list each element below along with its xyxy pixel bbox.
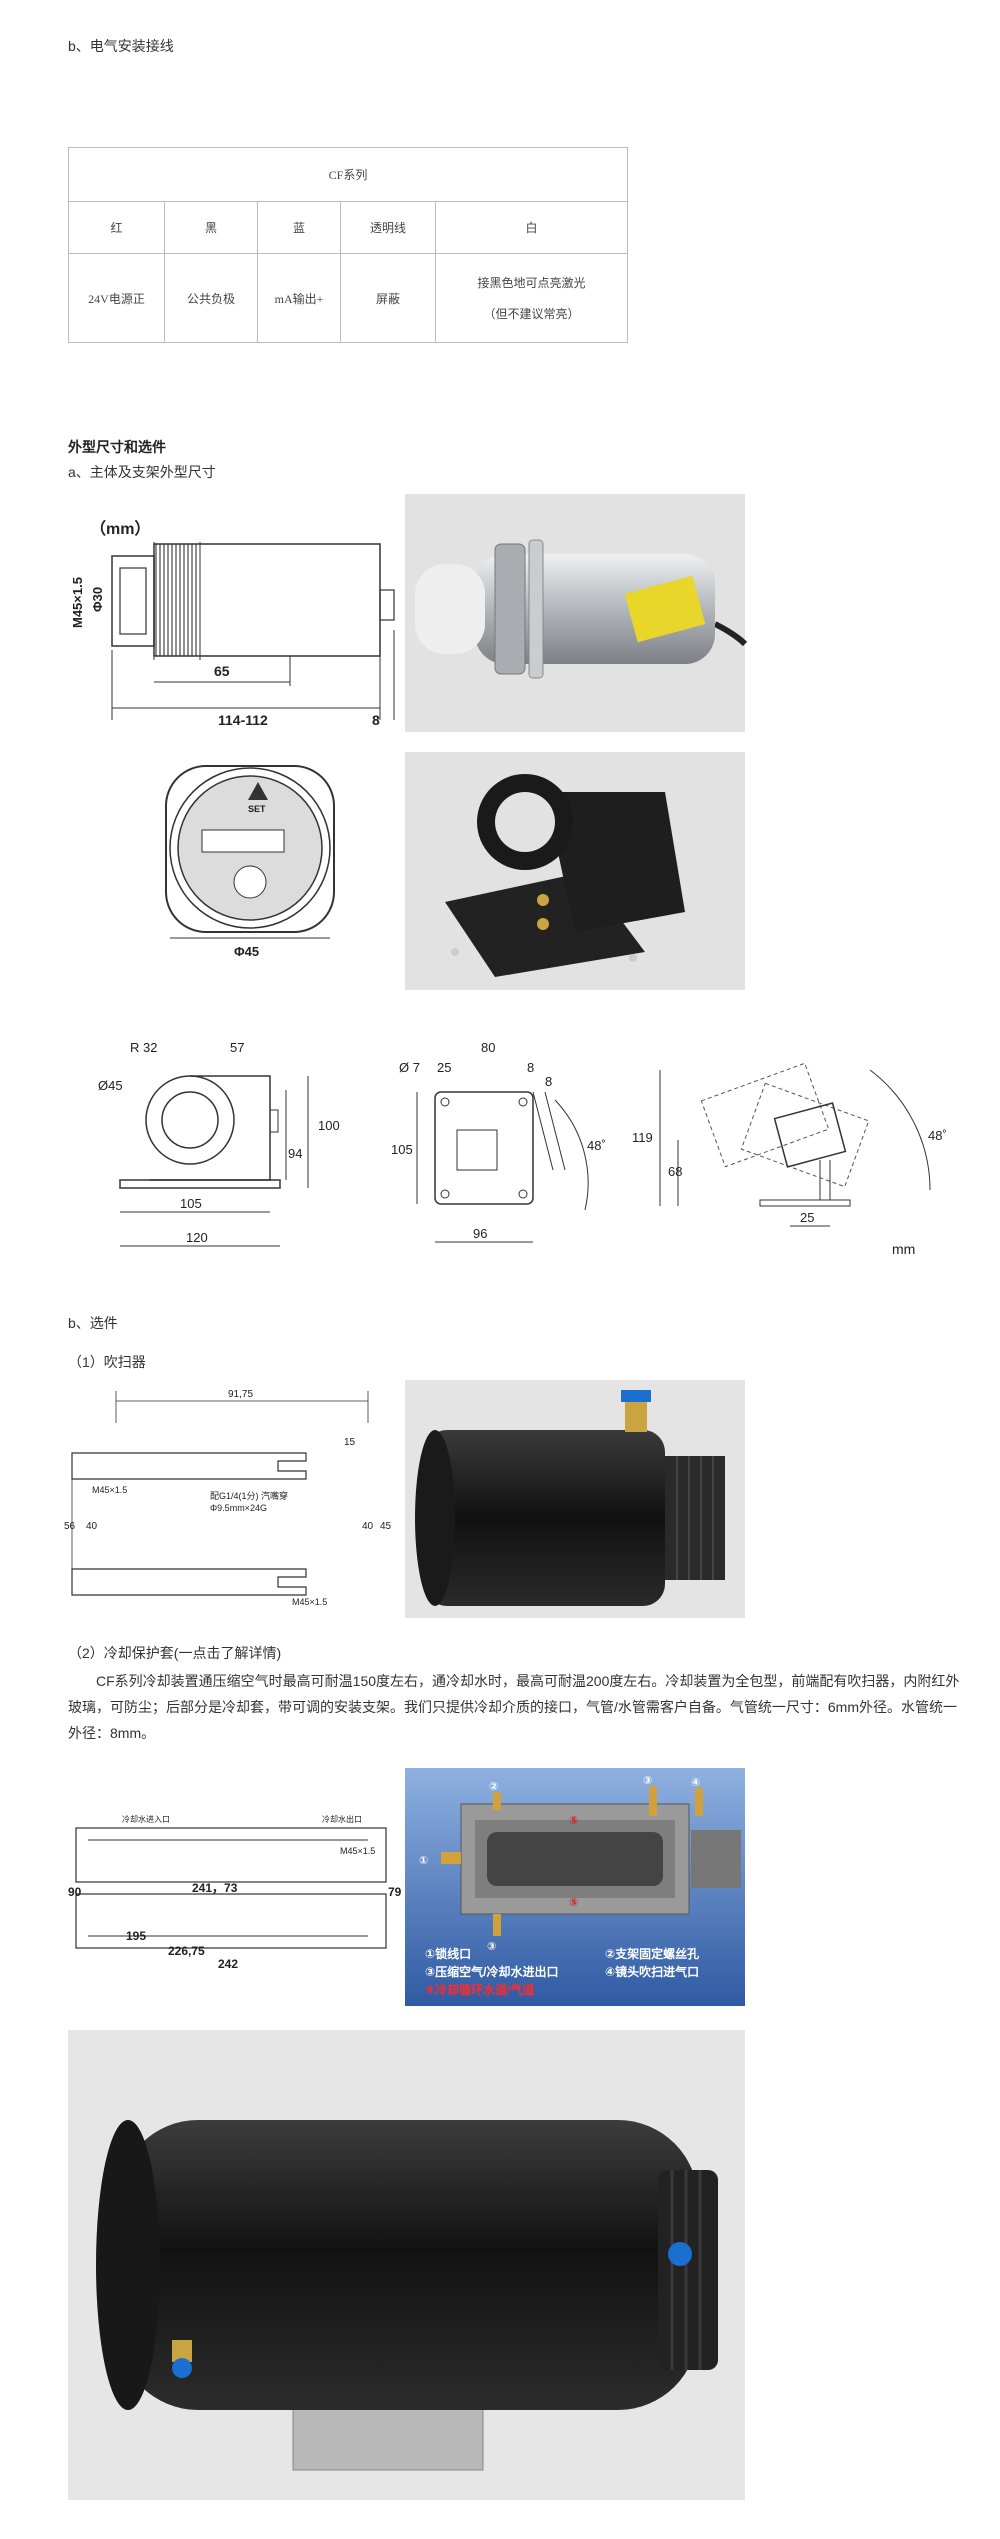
cool-w242: 242	[218, 1957, 238, 1971]
cooling-jacket-photo	[68, 2030, 745, 2500]
legend-2: ②支架固定螺丝孔	[605, 1946, 699, 1961]
cool-w195: 195	[126, 1929, 146, 1943]
table-header: 白	[435, 201, 628, 254]
legend-4: ④镜头吹扫进气口	[605, 1964, 699, 1979]
table-header: 红	[68, 201, 165, 254]
table-cell: 接黑色地可点亮激光 （但不建议常亮）	[435, 253, 628, 343]
sensor-photo	[405, 494, 748, 732]
dim-25: 25	[437, 1060, 451, 1075]
table-header: 透明线	[340, 201, 436, 254]
marker-3: ③	[643, 1775, 652, 1787]
body-dimension-drawing: （mm） 65 114-112 8 M45×1.5 Φ30	[70, 520, 395, 728]
dim-80: 80	[481, 1040, 495, 1055]
dim-100: 100	[318, 1118, 340, 1133]
table-cell: mA输出+	[257, 253, 341, 343]
dia-30: Φ30	[90, 587, 105, 612]
bracket-side-drawing: 119 68 25 48˚ mm	[632, 1062, 947, 1257]
table-title: CF系列	[68, 147, 628, 202]
bracket-top-drawing: 80 Ø 7 25 8 8 48˚ 105 96	[391, 1040, 606, 1243]
dim-94: 94	[288, 1146, 302, 1161]
subheading-a: a、主体及支架外型尺寸	[68, 464, 216, 480]
marker-2: ②	[489, 1781, 498, 1793]
marker-3b: ③	[487, 1941, 496, 1953]
cooling-cutaway-diagram: ① ② ③ ③ ④ ⑤ ⑤ ①锁线口 ②支架固定螺丝孔 ③压缩空气/冷却水进出口…	[405, 1768, 745, 2006]
marker-5b: ⑤	[569, 1897, 578, 1909]
dim-d7: Ø 7	[399, 1060, 420, 1075]
dim-25: 25	[800, 1210, 814, 1225]
purge-note-2: Φ9.5mm×24G	[210, 1503, 267, 1513]
purge-w15: 15	[344, 1437, 356, 1448]
dim-68: 68	[668, 1164, 682, 1179]
purge-drawing: 91,75 15 M45×1.5 M45×1.5 配G1/4(1分) 汽嘴穿 Φ…	[64, 1389, 392, 1607]
dim-8b: 8	[545, 1074, 552, 1089]
purge-m45-b: M45×1.5	[292, 1597, 327, 1607]
dim-105: 105	[391, 1142, 413, 1157]
bracket-front-drawing: R 32 57 Ø45 100 94 105 120	[98, 1040, 340, 1247]
white-line-1: 接黑色地可点亮激光	[477, 276, 586, 290]
table-cell: 公共负极	[164, 253, 258, 343]
purge-m45-a: M45×1.5	[92, 1485, 127, 1495]
cool-m45: M45×1.5	[340, 1846, 375, 1856]
legend-1: ①锁线口	[425, 1946, 471, 1961]
bracket-photo	[405, 752, 745, 990]
cool-lbl-2: 冷却水出口	[322, 1814, 362, 1824]
purge-photo	[405, 1380, 745, 1618]
marker-5a: ⑤	[569, 1815, 578, 1827]
dim-d45: Ø45	[98, 1078, 123, 1093]
cool-lbl-1: 冷却水进入口	[122, 1814, 170, 1824]
wiring-heading: b、电气安装接线	[68, 38, 174, 54]
len-8: 8	[372, 712, 380, 728]
purge-h56: 56	[64, 1521, 76, 1532]
angle-48: 48˚	[928, 1128, 947, 1143]
purge-h40b: 40	[362, 1521, 374, 1532]
angle-48: 48˚	[587, 1138, 606, 1153]
cool-h79: 79	[388, 1885, 402, 1899]
marker-1: ①	[419, 1855, 428, 1867]
dim-8a: 8	[527, 1060, 534, 1075]
option-1-label: （1）吹扫器	[68, 1354, 146, 1370]
dia-45: Φ45	[234, 944, 259, 959]
cool-h90: 90	[68, 1885, 82, 1899]
purge-h40: 40	[86, 1521, 98, 1532]
dim-119: 119	[632, 1130, 653, 1145]
dim-57: 57	[230, 1040, 244, 1055]
legend-5: ⑤冷却循环水道/气道	[425, 1982, 535, 1997]
cool-w241: 241，73	[192, 1881, 238, 1895]
front-view-drawing: SET Φ45	[165, 765, 335, 959]
len-114: 114-112	[218, 712, 268, 728]
thread-m45: M45×1.5	[70, 577, 85, 628]
table-cell: 屏蔽	[340, 253, 436, 343]
section-title: 外型尺寸和选件	[68, 439, 166, 455]
purge-len: 91,75	[228, 1389, 253, 1400]
set-label: SET	[248, 804, 266, 814]
marker-4: ④	[691, 1777, 700, 1789]
dim-105: 105	[180, 1196, 202, 1211]
purge-h45: 45	[380, 1521, 392, 1532]
unit-mm: mm	[892, 1241, 915, 1257]
len-65: 65	[214, 663, 230, 679]
legend-3: ③压缩空气/冷却水进出口	[425, 1964, 559, 1979]
cool-w226: 226,75	[168, 1944, 205, 1958]
dim-96: 96	[473, 1226, 487, 1241]
wiring-table: CF系列 红 黑 蓝 透明线 白 24V电源正 公共负极 mA输出+ 屏蔽 接黑…	[68, 147, 628, 343]
table-header: 蓝	[257, 201, 341, 254]
option-2-label[interactable]: （2）冷却保护套(一点击了解详情)	[68, 1645, 282, 1661]
purge-note-1: 配G1/4(1分) 汽嘴穿	[210, 1490, 288, 1501]
unit-label: （mm）	[90, 520, 150, 538]
dim-120: 120	[186, 1230, 208, 1245]
white-line-2: （但不建议常亮）	[483, 307, 580, 321]
cooling-description: CF系列冷却装置通压缩空气时最高可耐温150度左右，通冷却水时，最高可耐温200…	[68, 1673, 960, 1741]
cooling-drawing: 冷却水进入口 冷却水出口 M45×1.5 90 79 241，73 195 22…	[68, 1814, 402, 1971]
subheading-b: b、选件	[68, 1315, 118, 1331]
table-cell: 24V电源正	[68, 253, 165, 343]
dim-r32: R 32	[130, 1040, 157, 1055]
table-header: 黑	[164, 201, 258, 254]
